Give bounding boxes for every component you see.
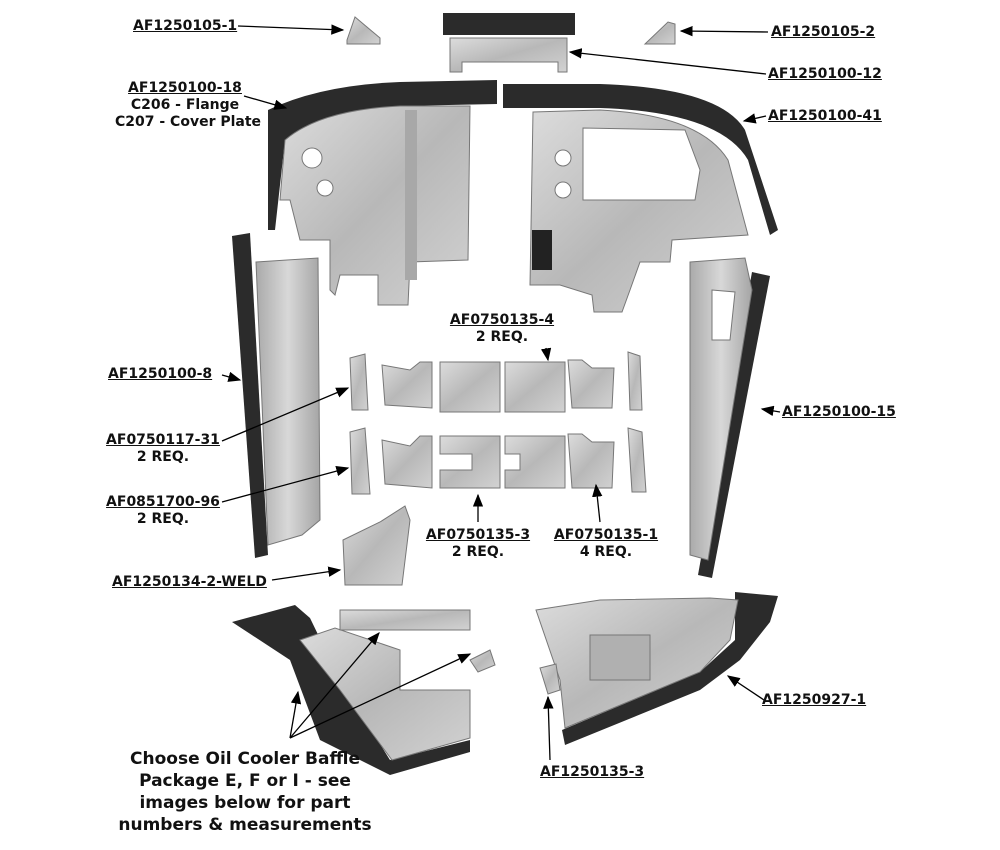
label-af0750135-1-group: AF0750135-1 4 REQ. [546,527,666,561]
label-req-2b: 2 REQ. [136,449,190,465]
part-af1250927-1 [535,592,778,745]
row-lower-parts [349,427,647,495]
label-af0750135-3-group: AF0750135-3 2 REQ. [418,527,538,561]
label-af1250100-18-group: AF1250100-18 C206 - Flange C207 - Cover … [115,80,262,131]
label-af1250105-1: AF1250105-1 [133,18,238,34]
label-af0750135-1: AF0750135-1 [553,527,659,543]
label-af1250100-18: AF1250100-18 [128,80,242,96]
label-af0750135-4: AF0750135-4 [449,312,555,328]
part-af1250100-15 [689,257,770,578]
label-c207: C207 - Cover Plate [115,114,262,130]
label-af1250105-2: AF1250105-2 [771,24,876,40]
label-c206: C206 - Flange [130,97,240,113]
part-af1250100-18 [268,80,497,306]
label-req-4: 4 REQ. [579,544,633,560]
note-line-1: Choose Oil Cooler Baffle [130,749,360,769]
label-req-2a: 2 REQ. [475,329,529,345]
label-af0750135-3: AF0750135-3 [425,527,531,543]
part-af1250134-2-weld [342,505,411,586]
note-line-2: Package E, F or I - see [139,771,351,791]
bracket-af1250105-1 [346,16,381,45]
label-af0750117-31: AF0750117-31 [106,432,220,448]
label-af0750117-31-group: AF0750117-31 2 REQ. [104,432,222,466]
part-af1250100-8 [232,233,321,558]
label-af1250927-1: AF1250927-1 [762,692,867,708]
oil-cooler-note: Choose Oil Cooler Baffle Package E, F or… [100,748,390,836]
label-af1250100-15: AF1250100-15 [782,404,896,420]
plate-af1250100-12 [449,37,568,73]
label-af0851700-96: AF0851700-96 [106,494,220,510]
label-req-2c: 2 REQ. [136,511,190,527]
leader-arrows [221,24,781,761]
label-af1250100-8: AF1250100-8 [108,366,213,382]
part-af1250100-41 [503,84,778,313]
bracket-af1250105-2 [643,21,676,45]
note-line-3: images below for part [139,793,351,813]
label-af1250135-3: AF1250135-3 [540,764,645,780]
row-upper-parts [349,351,643,413]
label-af0750135-4-group: AF0750135-4 2 REQ. [444,312,560,346]
label-af1250100-41: AF1250100-41 [768,108,882,124]
label-af1250134-2-weld: AF1250134-2-WELD [112,574,267,590]
note-line-4: numbers & measurements [118,815,372,835]
label-af1250100-12: AF1250100-12 [768,66,882,82]
label-af0851700-96-group: AF0851700-96 2 REQ. [104,494,222,528]
label-req-2d: 2 REQ. [451,544,505,560]
rubber-strip-top [443,13,575,35]
